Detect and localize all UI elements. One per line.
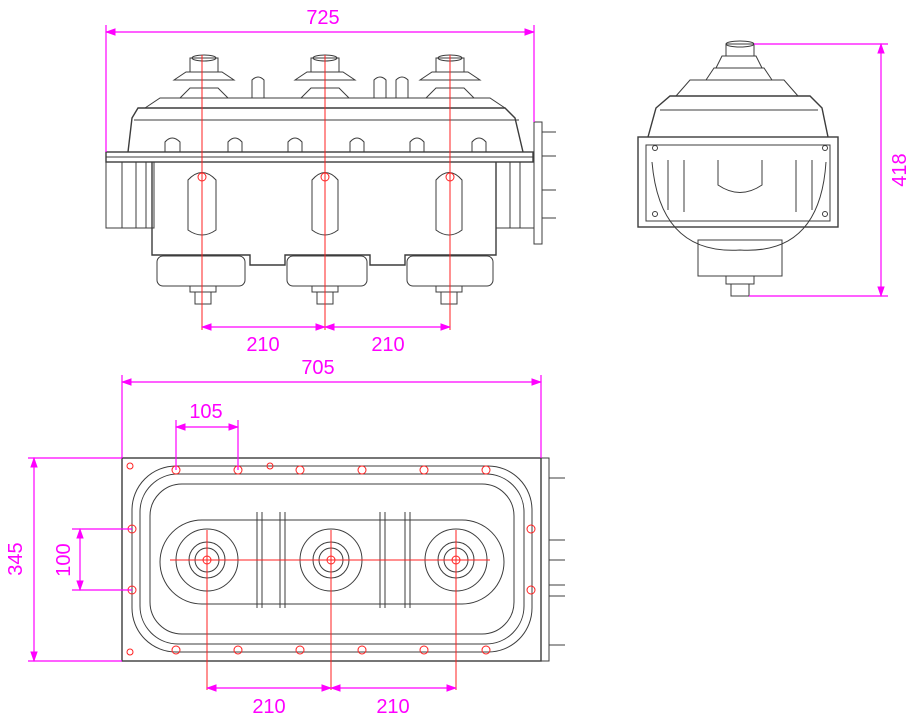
dim-front-pitch-right: 210 bbox=[371, 334, 404, 356]
dim-top-mount-100: 100 bbox=[53, 543, 75, 576]
dim-front-pitch-left: 210 bbox=[246, 334, 279, 356]
front-view bbox=[105, 54, 556, 330]
dim-front-width-725: 725 bbox=[306, 7, 339, 29]
dim-top-depth-345: 345 bbox=[5, 542, 27, 575]
dim-top-width-705: 705 bbox=[301, 357, 334, 379]
side-view bbox=[637, 40, 839, 297]
front-terminal-3 bbox=[435, 285, 463, 305]
front-terminal-1 bbox=[189, 285, 217, 305]
top-view bbox=[121, 457, 565, 690]
front-bushing-1 bbox=[172, 54, 236, 99]
front-dimensions: 725 210 210 bbox=[104, 7, 536, 356]
dim-top-bolt-105: 105 bbox=[189, 401, 222, 423]
top-bolt-row-lower bbox=[171, 645, 491, 655]
dim-top-pitch-right: 210 bbox=[376, 696, 409, 718]
top-dimensions: 705 105 345 100 210 210 bbox=[5, 357, 543, 718]
dim-top-pitch-left: 210 bbox=[252, 696, 285, 718]
dim-side-height-418: 418 bbox=[889, 153, 911, 186]
top-bolt-row-upper bbox=[171, 462, 491, 475]
side-dimensions: 418 bbox=[749, 42, 911, 298]
